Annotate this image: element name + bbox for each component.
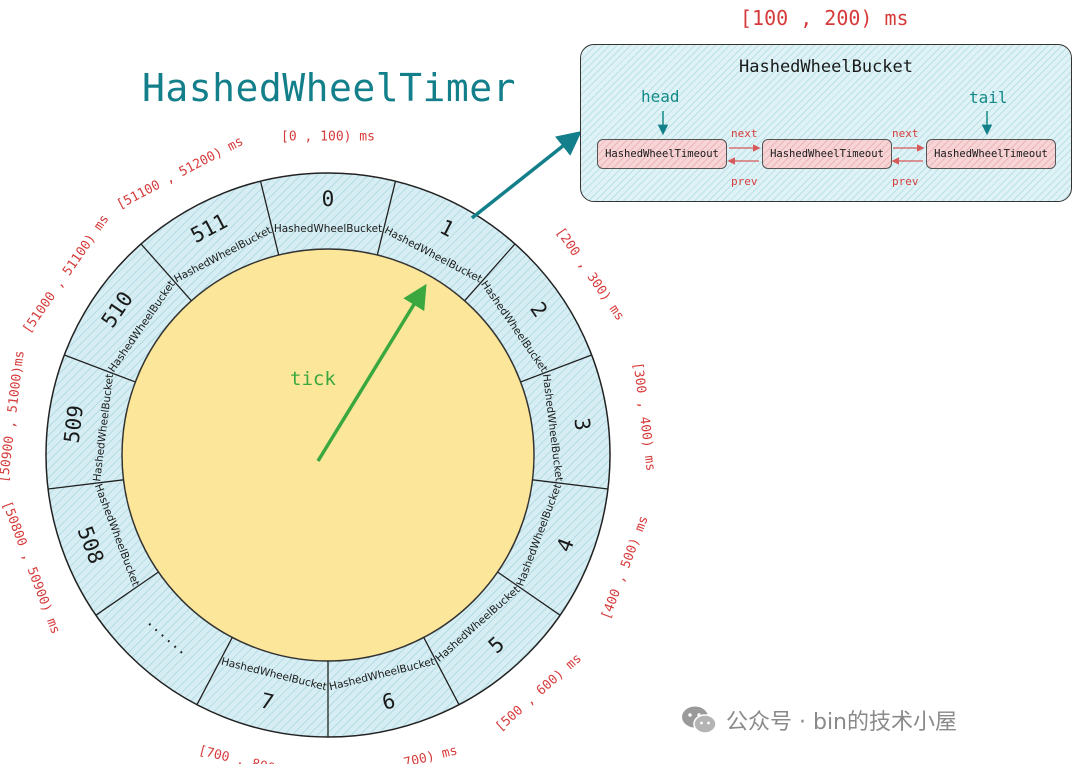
slot-divider	[64, 354, 136, 383]
bucket-range-label: [100 , 200) ms	[740, 6, 909, 30]
slot-time-range: [700 , 800) ms	[197, 743, 307, 764]
bucket-panel-title: HashedWheelBucket	[739, 57, 913, 77]
slot-index: 7	[258, 688, 276, 714]
slot-divider	[423, 637, 460, 706]
slot-divider	[140, 243, 192, 302]
slot-divider	[497, 571, 561, 616]
slot-divider	[196, 637, 233, 706]
linked-list-arrows	[657, 111, 993, 165]
head-label: head	[641, 87, 680, 106]
slot-time-range: [50900 , 51000)ms	[0, 350, 28, 484]
slot-time-range: [400 , 500) ms	[599, 514, 652, 622]
prev-label-1: prev	[731, 175, 758, 188]
slot-time-range: [300 , 400) ms	[630, 361, 658, 472]
slot-divider	[464, 243, 516, 302]
page-title: HashedWheelTimer	[142, 66, 517, 110]
slot-index: 509	[60, 404, 88, 445]
slot-index: 3	[569, 416, 594, 431]
slot-bucket-label: HashedWheelBucket	[274, 223, 382, 235]
slot-divider	[520, 354, 592, 383]
wheel-hub	[121, 248, 535, 662]
next-label-2: next	[892, 127, 919, 140]
slot-divider	[47, 479, 124, 490]
slot-divider	[95, 571, 159, 616]
slot-time-range: [600 , 700) ms	[349, 743, 459, 764]
tick-arrow	[316, 283, 427, 462]
next-label-1: next	[731, 127, 758, 140]
slot-divider	[259, 181, 280, 256]
slot-divider	[376, 181, 397, 256]
bucket-detail-panel: HashedWheelBucket head tail HashedWheelT…	[580, 44, 1072, 202]
slot-divider	[532, 479, 609, 490]
watermark-text: 公众号 · bin的技术小屋	[726, 710, 958, 735]
slot-index: 6	[380, 688, 398, 714]
tail-label: tail	[969, 88, 1008, 107]
connector-arrow	[470, 130, 582, 220]
prev-label-2: prev	[892, 175, 919, 188]
wheel-ring	[45, 172, 611, 738]
wechat-icon	[682, 706, 717, 734]
timeout-node-3: HashedWheelTimeout	[926, 139, 1056, 169]
slot-time-range: [0 , 100) ms	[281, 130, 375, 145]
timeout-node-2: HashedWheelTimeout	[762, 139, 892, 169]
slot-index: 0	[322, 187, 335, 211]
timeout-node-1: HashedWheelTimeout	[597, 139, 727, 169]
watermark: 公众号 · bin的技术小屋	[680, 704, 957, 736]
tick-label: tick	[290, 368, 336, 390]
